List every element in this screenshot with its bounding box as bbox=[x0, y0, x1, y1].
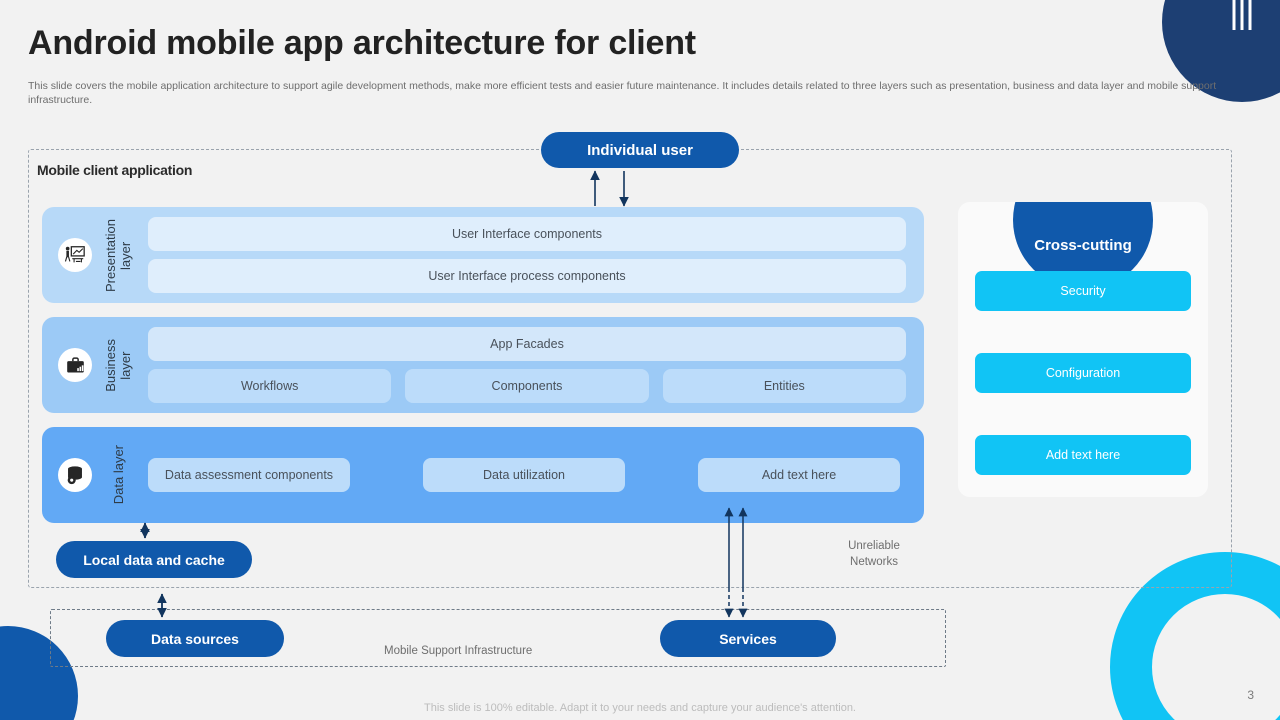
business-layer-content: App Facades Workflows Components Entitie… bbox=[138, 327, 924, 403]
data-layer-row: Data layer Data assessment components Da… bbox=[42, 427, 924, 523]
briefcase-icon bbox=[58, 348, 92, 382]
data-row-1: Data assessment components Data utilizat… bbox=[148, 458, 906, 492]
page-subtitle: This slide covers the mobile application… bbox=[28, 80, 1217, 106]
database-gear-icon bbox=[58, 458, 92, 492]
cross-cutting-item-add-text-here[interactable]: Add text here bbox=[975, 435, 1191, 475]
business-row-1: App Facades bbox=[148, 327, 906, 361]
presentation-row-1: User Interface components bbox=[148, 217, 906, 251]
footer-note: This slide is 100% editable. Adapt it to… bbox=[424, 702, 856, 714]
chip-workflows[interactable]: Workflows bbox=[148, 369, 392, 403]
data-sources-node[interactable]: Data sources bbox=[106, 620, 284, 657]
presentation-row-2: User Interface process components bbox=[148, 259, 906, 293]
page-number: 3 bbox=[1247, 688, 1254, 702]
services-node[interactable]: Services bbox=[660, 620, 836, 657]
cross-cutting-panel: Cross-cutting Security Configuration Add… bbox=[958, 202, 1208, 497]
presentation-layer-content: User Interface components User Interface… bbox=[138, 217, 924, 293]
chip-ui-components[interactable]: User Interface components bbox=[148, 217, 906, 251]
chip-data-add-text-here[interactable]: Add text here bbox=[698, 458, 900, 492]
chip-entities[interactable]: Entities bbox=[662, 369, 906, 403]
local-data-cache-node[interactable]: Local data and cache bbox=[56, 541, 252, 578]
cross-cutting-item-configuration[interactable]: Configuration bbox=[975, 353, 1191, 393]
mobile-client-application-title: Mobile client application bbox=[37, 162, 193, 178]
chip-ui-process-components[interactable]: User Interface process components bbox=[148, 259, 906, 293]
chip-data-assessment-components[interactable]: Data assessment components bbox=[148, 458, 350, 492]
business-row-2: Workflows Components Entities bbox=[148, 369, 906, 403]
mobile-support-infrastructure-box bbox=[50, 609, 946, 667]
presentation-board-icon bbox=[58, 238, 92, 272]
data-layer-label: Data layer bbox=[110, 445, 126, 505]
decoration-stripes bbox=[1232, 0, 1252, 30]
page-title: Android mobile app architecture for clie… bbox=[28, 24, 696, 62]
data-layer-content: Data assessment components Data utilizat… bbox=[138, 458, 924, 492]
chip-app-facades[interactable]: App Facades bbox=[148, 327, 906, 361]
cross-cutting-item-security[interactable]: Security bbox=[975, 271, 1191, 311]
individual-user-node[interactable]: Individual user bbox=[541, 132, 739, 168]
chip-components[interactable]: Components bbox=[405, 369, 649, 403]
mobile-support-infrastructure-label: Mobile Support Infrastructure bbox=[384, 645, 533, 657]
chip-data-utilization[interactable]: Data utilization bbox=[423, 458, 625, 492]
